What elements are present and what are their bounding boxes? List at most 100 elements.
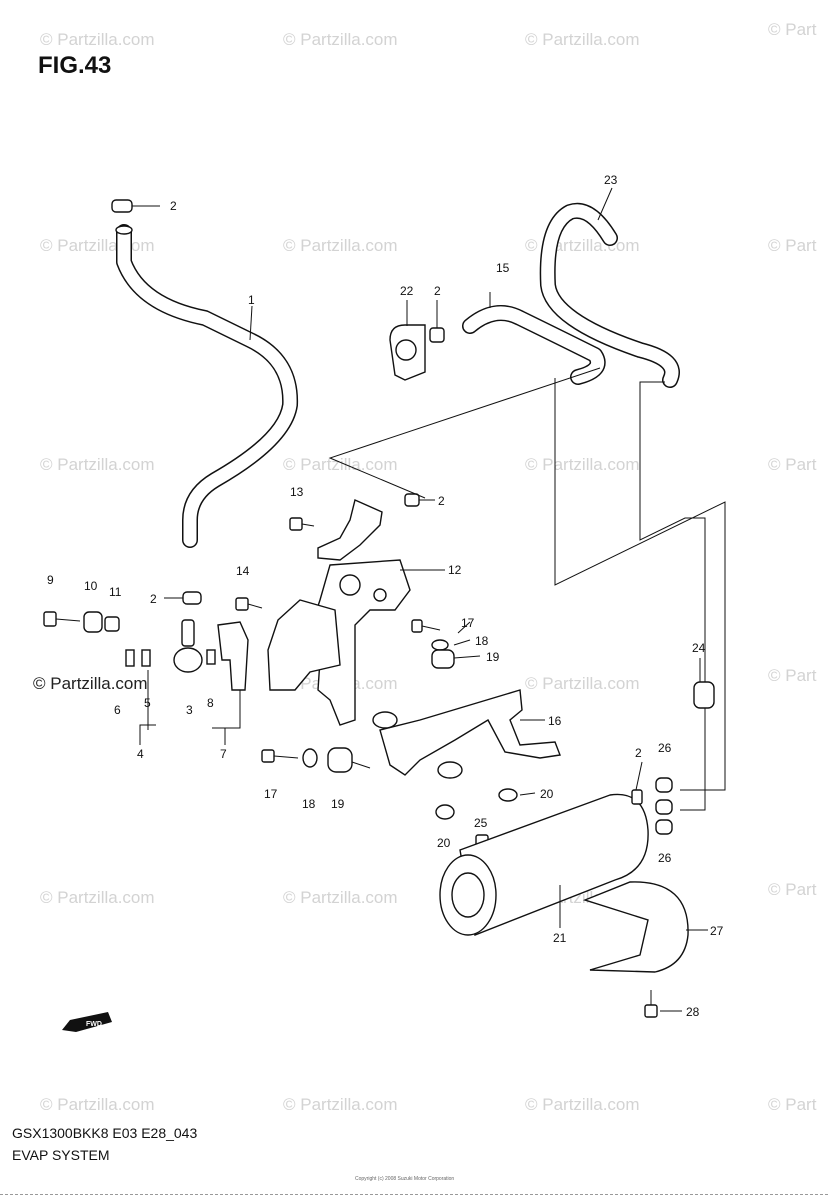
- copyright-text: Copyright (c) 2008 Suzuki Motor Corporat…: [355, 1176, 455, 1182]
- bolt-part-14[interactable]: [235, 597, 263, 611]
- leader-line: [597, 187, 613, 221]
- callout-label: 2: [150, 592, 157, 606]
- bolt-part-9[interactable]: [43, 611, 81, 627]
- leader-line: [457, 621, 471, 634]
- callout-label: 21: [553, 931, 567, 945]
- diagram-code: GSX1300BKK8 E03 E28_043: [12, 1125, 198, 1141]
- hose-end: [115, 225, 133, 235]
- diagram-name: EVAP SYSTEM: [12, 1147, 110, 1163]
- watermark: © Partzilla.com: [525, 1095, 640, 1114]
- callout-label: 8: [207, 696, 214, 710]
- grommet-part-10[interactable]: [83, 611, 103, 633]
- bracket-part-7[interactable]: [217, 621, 249, 691]
- bracket-part-14[interactable]: [267, 599, 341, 691]
- callout-label: 28: [686, 1005, 700, 1019]
- holder-part-22[interactable]: [389, 324, 426, 381]
- clip-part-5[interactable]: [141, 649, 151, 667]
- forward-arrow-icon: FWD: [62, 1012, 112, 1032]
- divider: [0, 1194, 828, 1195]
- callout-label: 3: [186, 703, 193, 717]
- callout-label: 18: [475, 634, 489, 648]
- clamp-part-2[interactable]: [182, 591, 202, 605]
- callout-label: 24: [692, 641, 706, 655]
- watermark: © Partzilla.com: [283, 30, 398, 49]
- washer-part-18[interactable]: [431, 639, 449, 651]
- watermark: © Partzilla.com: [283, 236, 398, 255]
- callout-label: 20: [437, 836, 451, 850]
- clip-part-8[interactable]: [206, 649, 216, 665]
- bolt-part-13[interactable]: [289, 517, 315, 531]
- bolt-part-17[interactable]: [411, 619, 441, 633]
- cushion-part-20[interactable]: [435, 804, 455, 820]
- routing-line: [639, 381, 706, 811]
- watermark: © Partzilla.com: [40, 30, 155, 49]
- leader-line: [351, 761, 371, 769]
- bolt-part-17[interactable]: [261, 749, 299, 763]
- spacer-part-11[interactable]: [104, 616, 120, 632]
- callout-label: 12: [448, 563, 462, 577]
- watermark: © Partzilla.com: [283, 1095, 398, 1114]
- watermark: © Part: [768, 1095, 817, 1114]
- hose-part-1[interactable]: [116, 224, 299, 548]
- callout-label: 2: [635, 746, 642, 760]
- watermark: © Part: [768, 880, 817, 899]
- callout-label: 22: [400, 284, 414, 298]
- leader-line: [519, 792, 536, 796]
- watermark: © Partzilla.com: [525, 455, 640, 474]
- leader-line: [453, 639, 471, 646]
- callout-label: 4: [137, 747, 144, 761]
- callout-label: 23: [604, 173, 618, 187]
- callout-label: 27: [710, 924, 724, 938]
- hose-part-24[interactable]: [693, 681, 715, 709]
- hose-part-15[interactable]: [462, 305, 606, 385]
- grommet-part-19[interactable]: [431, 649, 455, 669]
- fwd-label: FWD: [86, 1021, 102, 1028]
- grommet-part-19[interactable]: [327, 747, 353, 773]
- callout-label: 7: [220, 747, 227, 761]
- washer-part-18[interactable]: [302, 748, 318, 768]
- leader-line: [453, 655, 481, 659]
- clamp-part-2[interactable]: [404, 493, 420, 507]
- watermark: © Part: [768, 666, 817, 685]
- callout-label: 26: [658, 741, 672, 755]
- callout-label: 6: [114, 703, 121, 717]
- watermark: © Partzilla.com: [40, 888, 155, 907]
- valve-part-3[interactable]: [173, 619, 203, 673]
- clip-part-6[interactable]: [125, 649, 135, 667]
- clamp-part-2[interactable]: [429, 327, 445, 343]
- leader-line: [249, 305, 253, 341]
- callout-label: 19: [486, 650, 500, 664]
- watermark: © Partzilla.com: [525, 30, 640, 49]
- hose-part-23[interactable]: [539, 202, 680, 388]
- leader-line: [635, 761, 643, 791]
- callout-label: 19: [331, 797, 345, 811]
- watermark: © Part: [768, 236, 817, 255]
- bracket-part-12[interactable]: [309, 499, 411, 726]
- clamp-part-26[interactable]: [655, 777, 673, 793]
- clamp-part-26[interactable]: [655, 819, 673, 835]
- clamp-part-2[interactable]: [111, 199, 160, 213]
- callout-label: 5: [144, 696, 151, 710]
- callout-label: 2: [170, 199, 177, 213]
- watermark-strong: © Partzilla.com: [33, 674, 148, 693]
- leader-line: [139, 724, 156, 745]
- callout-label: 11: [109, 585, 122, 599]
- clamp-part-26[interactable]: [655, 799, 673, 815]
- callout-label: 9: [47, 573, 54, 587]
- watermark: © Partzilla.com: [40, 1095, 155, 1114]
- callout-label: 10: [84, 579, 98, 593]
- callout-label: 16: [548, 714, 562, 728]
- cushion-part-20[interactable]: [498, 788, 518, 802]
- cover-part-27[interactable]: [582, 881, 689, 973]
- routing-line: [554, 378, 726, 791]
- callout-label: 2: [438, 494, 445, 508]
- watermark: © Partzilla.com: [283, 888, 398, 907]
- callout-label: 18: [302, 797, 316, 811]
- figure-title: FIG.43: [38, 52, 112, 79]
- bracket-part-16[interactable]: [372, 689, 561, 779]
- callout-label: 25: [474, 816, 488, 830]
- bolt-part-28[interactable]: [644, 990, 658, 1018]
- callout-label: 15: [496, 261, 510, 275]
- canister-part-21[interactable]: [439, 789, 649, 936]
